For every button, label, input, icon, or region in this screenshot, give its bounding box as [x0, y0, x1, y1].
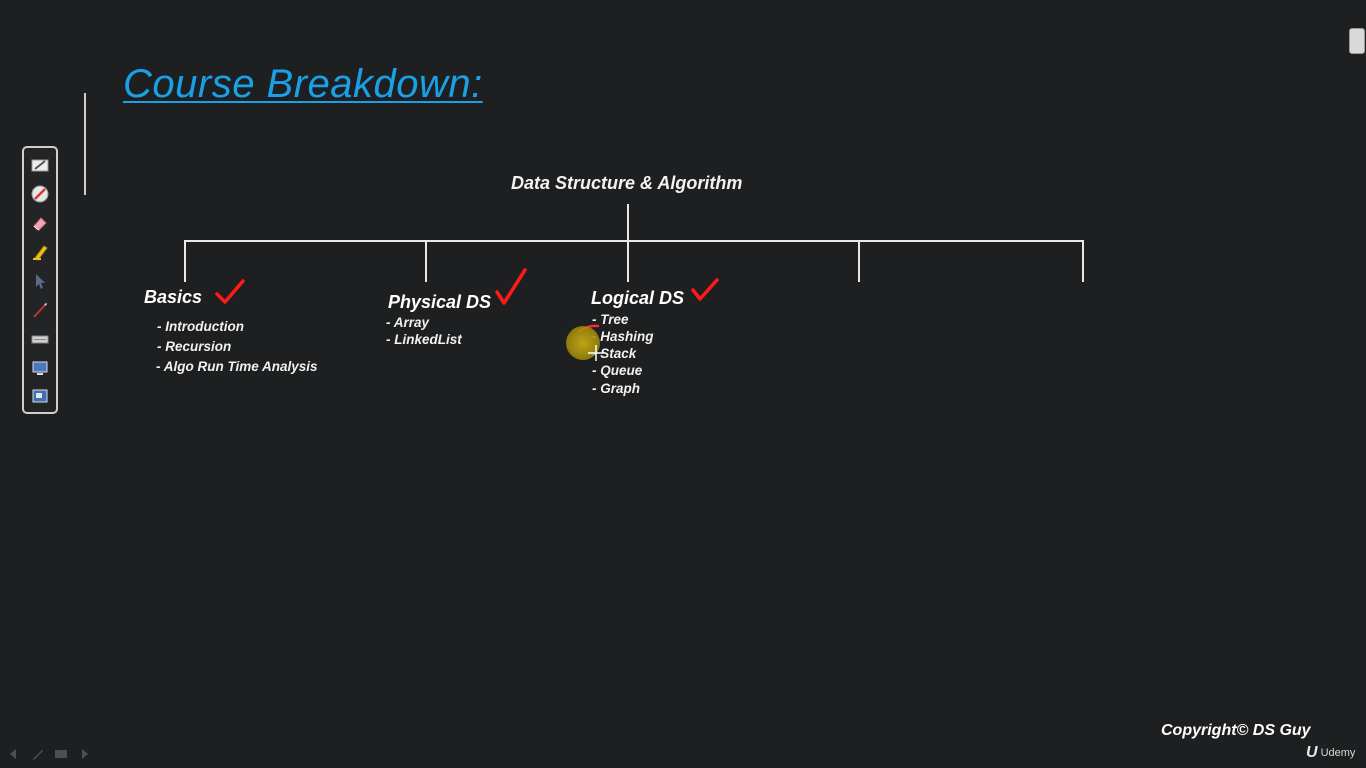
branch-drop-2	[425, 240, 427, 282]
branch-logical-ds-title: Logical DS	[591, 288, 685, 308]
checkmark-icon	[494, 268, 528, 306]
crosshair-cursor-icon	[588, 345, 604, 361]
copyright-text: Copyright© DS Guy	[1161, 722, 1311, 739]
slide-title: Course Breakdown:	[123, 62, 483, 106]
keyboard-icon[interactable]	[31, 330, 49, 348]
next-slide-icon[interactable]	[76, 746, 92, 762]
checkmark-icon	[214, 279, 246, 305]
tree-trunk-line	[627, 204, 629, 282]
list-item: - Tree	[592, 312, 629, 327]
cursor-highlight	[566, 326, 600, 360]
branch-physical-ds-title: Physical DS	[388, 292, 492, 312]
list-item: - Stack	[592, 346, 637, 361]
udemy-logo: U Udemy	[1306, 744, 1355, 762]
screen-icon[interactable]	[31, 359, 49, 377]
tree-branch-line	[184, 240, 1084, 242]
brush-icon[interactable]	[31, 301, 49, 319]
laser-pointer-icon[interactable]	[31, 185, 49, 203]
pen-icon[interactable]	[31, 156, 49, 174]
branch-basics-title: Basics	[144, 287, 203, 307]
corner-widget-icon[interactable]	[1349, 28, 1365, 54]
branch-drop-5	[1082, 240, 1084, 282]
list-item: - Graph	[592, 381, 641, 396]
divider	[84, 93, 86, 195]
previous-slide-icon[interactable]	[6, 746, 22, 762]
branch-drop-1	[184, 240, 186, 282]
checkmark-icon	[690, 278, 720, 302]
udemy-brand-text: Udemy	[1320, 747, 1356, 759]
list-item: - Introduction	[157, 319, 244, 334]
list-item: - Array	[386, 315, 430, 330]
annotation-toolbar	[22, 146, 58, 414]
eraser-icon[interactable]	[31, 214, 49, 232]
branch-drop-4	[858, 240, 860, 282]
slide-menu-icon[interactable]	[53, 746, 69, 762]
list-item: - Queue	[592, 363, 643, 378]
highlighter-icon[interactable]	[31, 243, 49, 261]
list-item: - Hashing	[592, 329, 654, 344]
monitor-icon[interactable]	[31, 388, 49, 406]
list-item: - LinkedList	[386, 332, 462, 347]
arrow-pointer-icon[interactable]	[31, 272, 49, 290]
pen-menu-icon[interactable]	[30, 746, 46, 762]
list-item: - Algo Run Time Analysis	[156, 359, 318, 374]
tree-root-label: Data Structure & Algorithm	[511, 173, 743, 193]
list-item: - Recursion	[157, 339, 232, 354]
udemy-mark-icon: U	[1306, 744, 1318, 761]
